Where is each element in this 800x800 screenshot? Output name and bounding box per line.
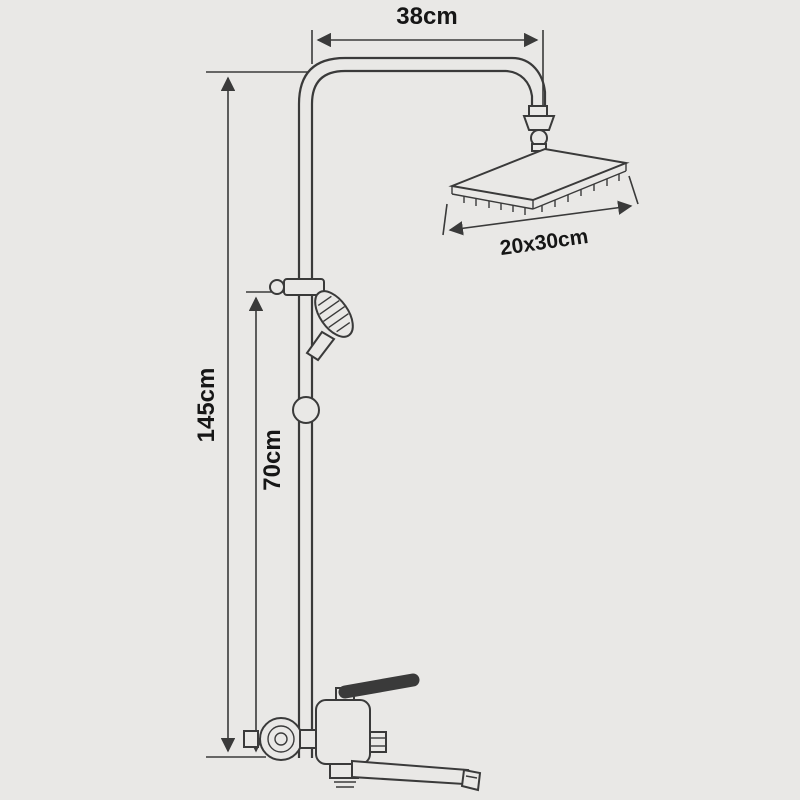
mixer-valve-body [315,699,387,788]
shower-column-pipe [297,56,547,758]
dimension-riser-height: 70cm [246,291,292,753]
overhead-shower-head [448,147,630,215]
overall-height-label: 145cm [193,368,220,443]
diverter-knob [292,396,320,424]
riser-height-label: 70cm [259,429,286,490]
dimension-overall-height: 145cm [193,71,308,758]
head-size-label: 20x30cm [499,225,590,260]
overhead-arm-joint [522,105,556,152]
dimension-top-width: 38cm [311,3,544,120]
top-width-label: 38cm [396,3,457,30]
hand-shower [305,290,354,362]
mixer-handle [335,673,420,701]
tub-spout [351,759,482,792]
slider-bracket [269,278,325,296]
